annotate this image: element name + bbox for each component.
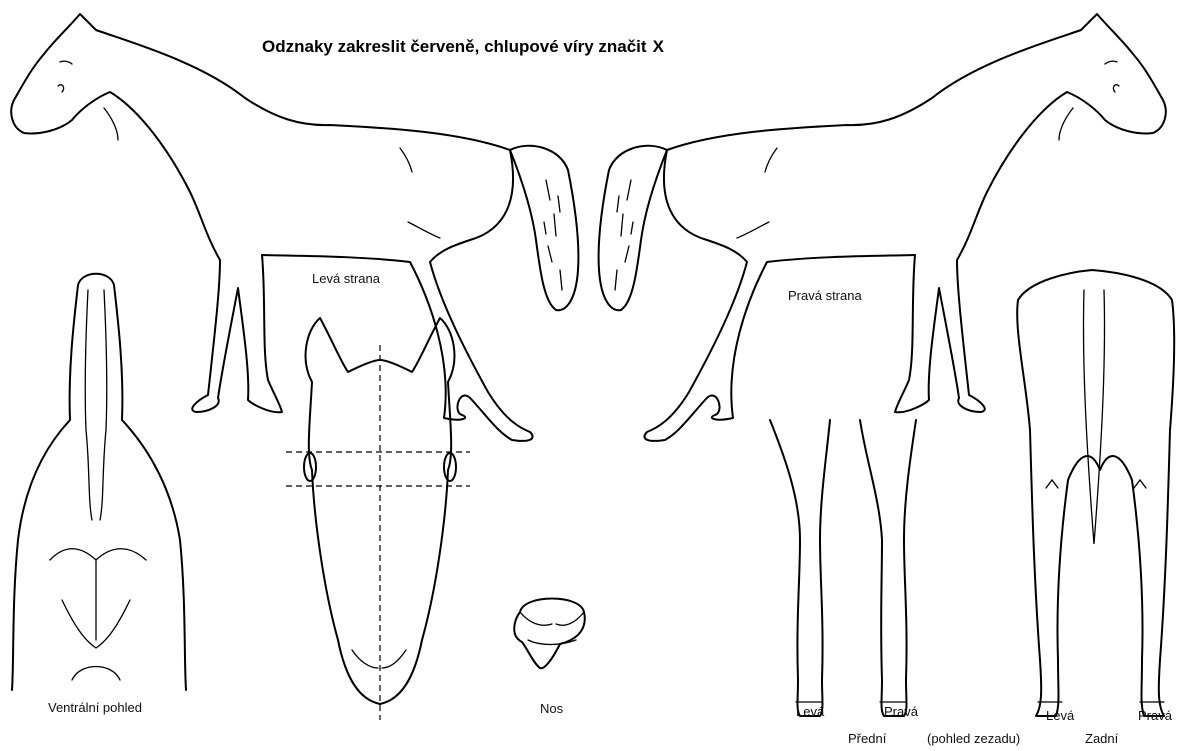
horse-left-side <box>11 14 578 441</box>
label-rear-view: (pohled zezadu) <box>927 731 1020 746</box>
label-nose: Nos <box>540 701 563 716</box>
horse-right-side <box>599 14 1166 441</box>
rear-legs-view <box>1017 270 1174 716</box>
label-ventral-view: Ventrální pohled <box>48 700 142 715</box>
front-legs-view <box>770 420 916 716</box>
title-text: Odznaky zakreslit červeně, chlupové víry… <box>262 37 647 56</box>
label-left-side: Levá strana <box>312 271 380 286</box>
label-right-side: Pravá strana <box>788 288 862 303</box>
page-title: Odznaky zakreslit červeně, chlupové víry… <box>262 37 664 57</box>
label-rear-right: Pravá <box>1138 708 1172 723</box>
head-front-view <box>286 318 470 720</box>
label-front-right: Pravá <box>884 704 918 719</box>
ventral-view <box>12 274 186 690</box>
nose-view <box>514 599 585 669</box>
label-rear-left: Levá <box>1046 708 1074 723</box>
label-front: Přední <box>848 731 886 746</box>
label-front-left: Levá <box>796 704 824 719</box>
label-rear: Zadní <box>1085 731 1118 746</box>
whorl-marker: X <box>653 37 664 56</box>
